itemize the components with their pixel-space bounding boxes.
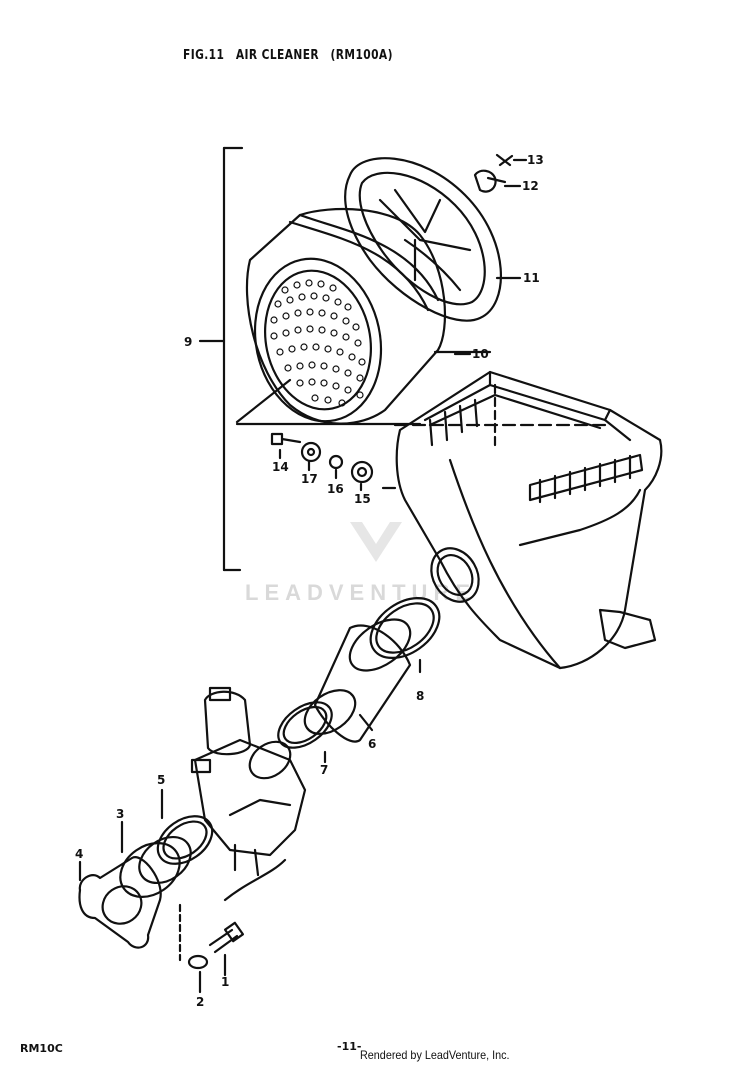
- grommet-15: [350, 460, 374, 492]
- clip: [495, 153, 528, 167]
- filter-perforation: [270, 279, 366, 407]
- watermark-text: LEADVENTURE: [245, 580, 477, 605]
- callout-16: 16: [327, 482, 344, 496]
- callout-13: 13: [527, 153, 544, 167]
- leadventure-logo-icon: [350, 522, 402, 562]
- cleaner-cap: [344, 157, 522, 322]
- callout-5: 5: [157, 773, 166, 787]
- page-number: -11-: [337, 1040, 362, 1053]
- callout-14: 14: [272, 460, 289, 474]
- bolt-1: [208, 921, 245, 977]
- callout-2: 2: [196, 995, 205, 1009]
- callout-9: 9: [184, 335, 193, 349]
- hose-clamp-5: [156, 788, 214, 865]
- callout-12: 12: [522, 179, 539, 193]
- figure-number: FIG.11: [183, 48, 225, 63]
- callout-1: 1: [221, 975, 230, 989]
- callout-3: 3: [116, 807, 125, 821]
- figure-name: AIR CLEANER: [235, 48, 320, 63]
- callout-17: 17: [301, 472, 318, 486]
- assembly-bracket: [198, 146, 244, 572]
- insulator: [119, 820, 192, 898]
- cleaner-case: [381, 370, 663, 670]
- callout-8: 8: [416, 689, 425, 703]
- callout-10: 10: [472, 347, 489, 361]
- callout-15: 15: [354, 492, 371, 506]
- bolt-14: [270, 432, 302, 460]
- callout-11: 11: [523, 271, 540, 285]
- gasket: [78, 856, 162, 949]
- hose-clamp-7: [277, 701, 333, 764]
- figure-title: FIG.11 AIR CLEANER (RM100A): [183, 48, 404, 63]
- callout-7: 7: [320, 763, 329, 777]
- hose-clamp-8: [369, 596, 441, 674]
- callout-4: 4: [75, 847, 84, 861]
- wing-nut: [473, 169, 522, 193]
- collar-16: [328, 454, 344, 480]
- washer-17: [300, 441, 322, 472]
- washer-2: [187, 954, 209, 994]
- intake-pipe: [303, 618, 412, 743]
- callout-6: 6: [368, 737, 377, 751]
- rendered-by: Rendered by LeadVenture, Inc.: [360, 1048, 510, 1062]
- carburetor: [190, 686, 307, 902]
- filter-element: [235, 207, 492, 426]
- figure-model: (RM100A): [330, 48, 393, 63]
- model-code: RM10C: [20, 1042, 63, 1055]
